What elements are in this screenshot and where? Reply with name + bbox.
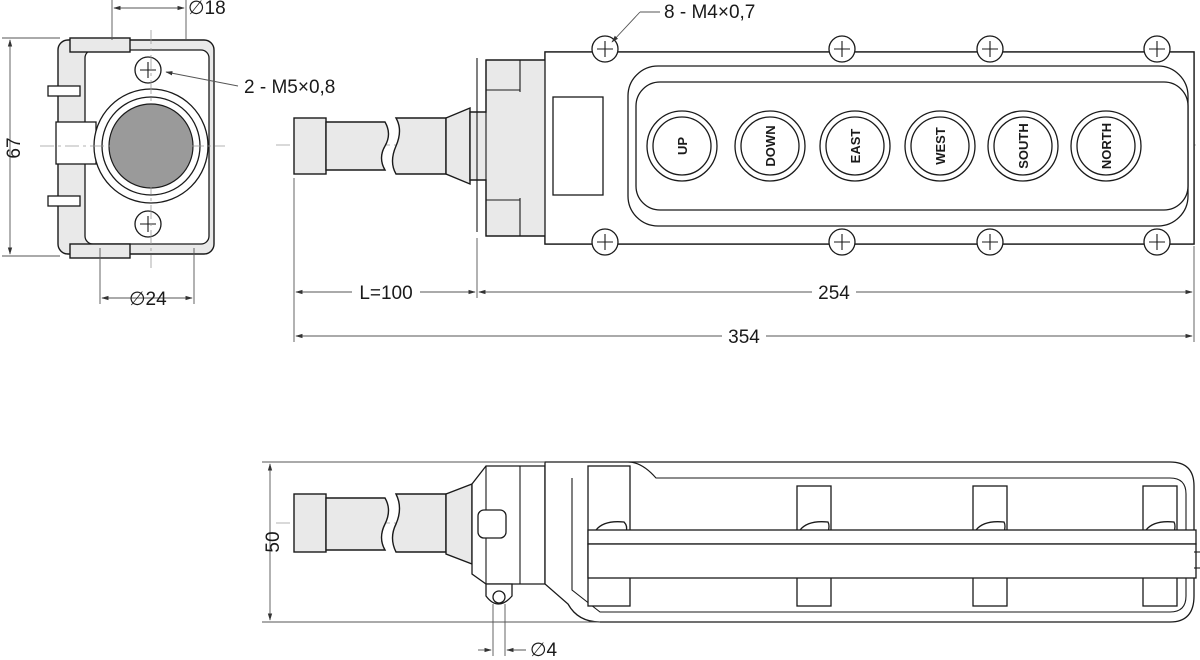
svg-text:DOWN: DOWN — [763, 125, 778, 166]
svg-text:UP: UP — [675, 137, 690, 155]
side-mount-hole — [492, 590, 506, 604]
end-view-left-tab-bottom — [47, 195, 81, 207]
button-south: SOUTH — [987, 110, 1059, 182]
side-top-rail — [587, 529, 1197, 545]
svg-text:NORTH: NORTH — [1099, 123, 1114, 169]
callout-m4-screws: 8 - M4×0,7 — [664, 2, 755, 23]
callout-m5-screws: 2 - M5×0,8 — [244, 77, 335, 98]
screw-icon — [134, 210, 162, 238]
side-mid-rail — [587, 543, 1197, 579]
dim-body-length: 254 — [818, 283, 850, 304]
button-down: DOWN — [734, 110, 806, 182]
side-cable-segment-left — [325, 497, 390, 551]
dim-cable-length: L=100 — [359, 283, 412, 304]
nameplate-recess — [552, 96, 604, 196]
dim-dia-18: ∅18 — [188, 0, 226, 19]
end-view: 67 ∅18 ∅24 2 - M5×0,8 — [2, 0, 335, 310]
cable-segment-left — [325, 121, 390, 171]
dim-height-67: 67 — [4, 137, 25, 158]
screw-icon — [976, 228, 1004, 256]
end-view-left-tab-top — [47, 85, 81, 97]
side-view: 50 ∅4 — [262, 461, 1200, 660]
screw-icon — [828, 35, 856, 63]
cable-segment-right — [391, 117, 447, 175]
end-view-top-lip — [69, 37, 131, 53]
button-north: NORTH — [1070, 110, 1142, 182]
dim-dia-4: ∅4 — [530, 640, 558, 660]
side-cable-end-cap — [293, 493, 327, 553]
screw-icon — [134, 56, 162, 84]
end-view-cable-port — [55, 121, 97, 165]
side-cable-gland — [445, 482, 473, 566]
screw-icon — [1143, 228, 1171, 256]
screw-icon — [591, 228, 619, 256]
dim-height-50: 50 — [263, 531, 284, 552]
dim-dia-24: ∅24 — [129, 289, 167, 310]
svg-text:WEST: WEST — [933, 127, 948, 165]
screw-icon — [828, 228, 856, 256]
cable-end-cap — [293, 117, 327, 175]
side-cable-segment-right — [391, 493, 447, 553]
screw-icon — [976, 35, 1004, 63]
button-west: WEST — [904, 110, 976, 182]
screw-icon — [591, 35, 619, 63]
button-up: UP — [646, 110, 718, 182]
svg-text:SOUTH: SOUTH — [1016, 123, 1031, 169]
button-east: EAST — [819, 110, 891, 182]
cable-gland — [445, 106, 471, 186]
screw-icon — [1143, 35, 1171, 63]
svg-text:EAST: EAST — [848, 129, 863, 164]
dim-total-length: 354 — [728, 327, 760, 348]
front-view: UP DOWN EAST WEST SOUTH NORTH 8 - M4×0,7 — [276, 2, 1196, 348]
